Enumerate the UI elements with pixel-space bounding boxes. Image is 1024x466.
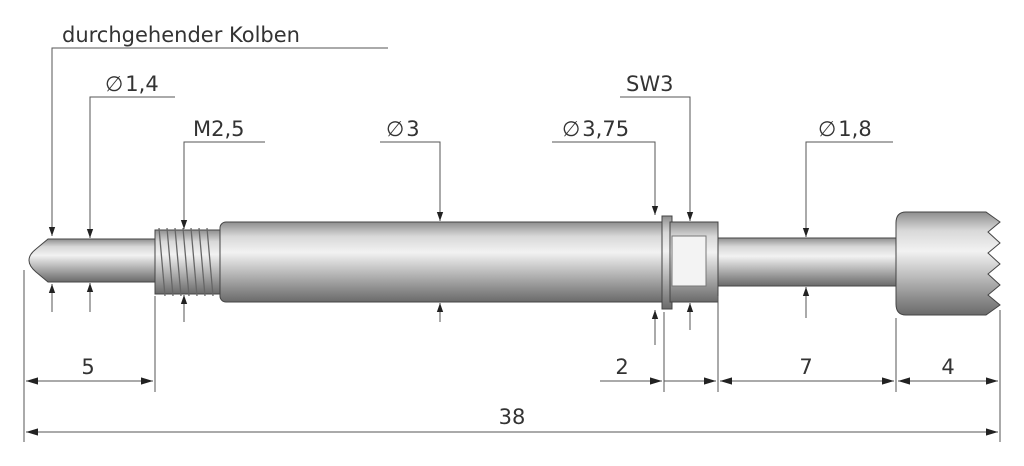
- label-d-tip: ∅1,4: [105, 72, 159, 96]
- label-thread: M2,5: [193, 117, 245, 141]
- diameter-symbol-icon: ∅: [818, 117, 836, 141]
- crown-head: [895, 211, 1001, 316]
- callouts: durchgehender Kolben ∅1,4 M2,5 ∅3 ∅3,75 …: [48, 23, 893, 345]
- length-dimensions: 5 2 7 4 38: [23, 270, 1001, 442]
- diameter-symbol-icon: ∅: [105, 72, 123, 96]
- dim-total-length: 38: [499, 405, 526, 429]
- main-body: [219, 221, 671, 303]
- label-d-body: ∅3: [386, 117, 420, 141]
- dim-crown-length: 4: [941, 355, 954, 379]
- label-d-collar: ∅3,75: [562, 117, 629, 141]
- diameter-symbol-icon: ∅: [386, 117, 404, 141]
- dim-tip-length: 5: [81, 355, 94, 379]
- probe-tip: [28, 238, 156, 283]
- dim-plunger-length: 7: [799, 355, 812, 379]
- thread-lines: [158, 227, 214, 297]
- label-wrench-size: SW3: [626, 72, 673, 96]
- label-d-plunger: ∅1,8: [818, 117, 872, 141]
- diameter-symbol-icon: ∅: [562, 117, 580, 141]
- label-piston: durchgehender Kolben: [62, 23, 300, 47]
- plunger-shaft: [717, 237, 897, 287]
- dim-collar-length: 2: [615, 355, 628, 379]
- test-probe-part: [28, 211, 1001, 316]
